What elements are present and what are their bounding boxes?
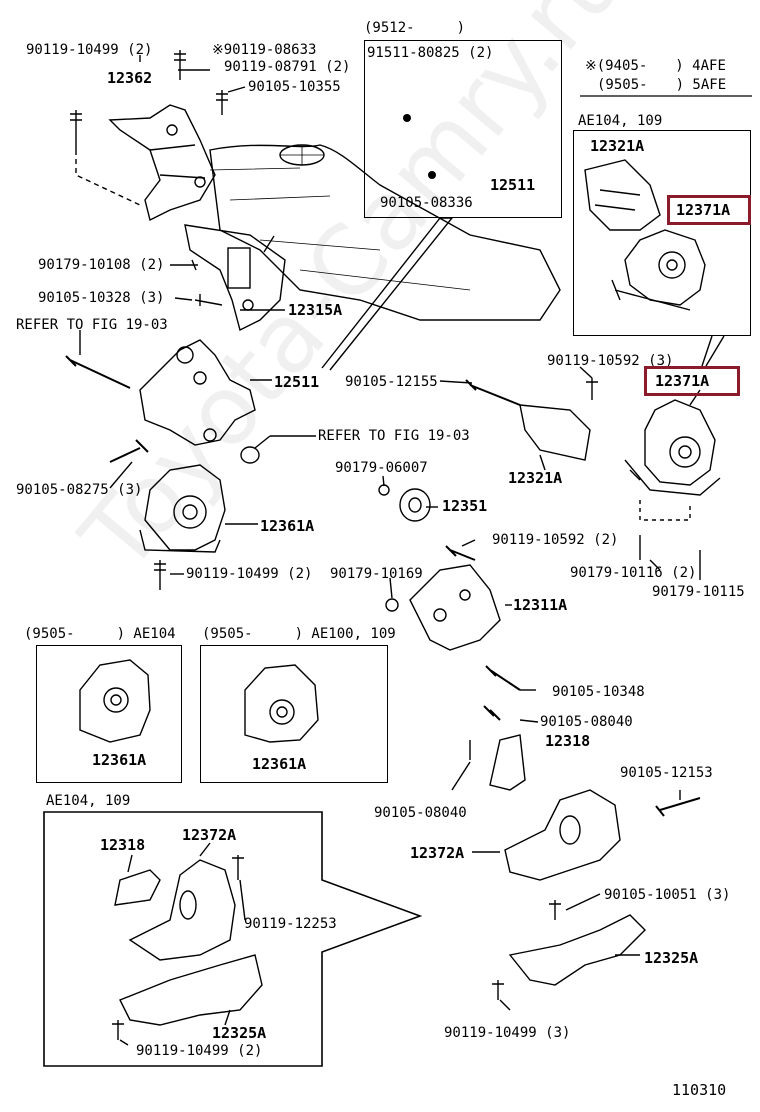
mount-12361a-inset1 — [79, 659, 151, 743]
bush-12351 — [399, 488, 431, 522]
mount-12372a-inset — [128, 859, 236, 961]
part-label: 12372A — [182, 826, 237, 844]
mount-12372a — [504, 789, 621, 881]
part-label: 90105-10051 (3) — [604, 887, 731, 903]
part-label: 90105-08336 — [380, 195, 473, 211]
part-label: 12325A — [212, 1024, 267, 1042]
part-label: 90119-12253 — [244, 916, 337, 932]
part-label: 12325A — [644, 949, 699, 967]
inset-box-9512 — [364, 40, 562, 218]
part-label: 12361A — [260, 517, 315, 535]
part-label: 90179-10115 — [652, 584, 745, 600]
note-line-4afe: ※(9405- ) 4AFE — [585, 58, 726, 74]
inset-title-ae104-109-top: AE104, 109 — [578, 113, 663, 129]
part-label: 90119-10499 (2) — [136, 1043, 263, 1059]
part-label: 12361A — [92, 751, 147, 769]
part-label: 90105-08275 (3) — [16, 482, 143, 498]
pointer-line-9512 — [321, 217, 441, 369]
part-label: 90105-12155 — [345, 374, 438, 390]
part-label: 12321A — [508, 469, 563, 487]
part-label: 90105-10348 — [552, 684, 645, 700]
inset-title-ae104-109-bottom: AE104, 109 — [46, 793, 131, 809]
engine-outline — [209, 144, 561, 321]
part-label: 90179-10116 (2) — [570, 565, 697, 581]
mount-12361a-inset2 — [244, 664, 319, 743]
part-label: 91511-80825 (2) — [367, 45, 494, 61]
part-label: 12321A — [590, 137, 645, 155]
part-label: 90119-10592 (3) — [547, 353, 674, 369]
part-label: 12315A — [288, 301, 343, 319]
part-label: 12362 — [107, 69, 153, 87]
part-label: 90105-10328 (3) — [38, 290, 165, 306]
part-label: 12318 — [100, 836, 146, 854]
part-label: 12361A — [252, 755, 307, 773]
inset-title-9512: (9512- ) — [364, 20, 466, 36]
bracket-12325a-inset — [119, 954, 263, 1026]
mount-12361a — [144, 464, 226, 551]
inset-box-9505-ae104 — [36, 645, 182, 783]
mount-12371a — [644, 399, 716, 486]
diagram-number: 110310 — [672, 1081, 727, 1099]
part-label: 90105-12153 — [620, 765, 713, 781]
bracket-12362 — [108, 104, 216, 222]
part-label: 90179-10108 (2) — [38, 257, 165, 273]
part-label: 90119-10592 (2) — [492, 532, 619, 548]
part-label: 90105-10355 — [248, 79, 341, 95]
note-line-5afe: (9505- ) 5AFE — [597, 77, 727, 93]
bracket-12311a — [409, 564, 501, 651]
part-label: 12511 — [274, 373, 320, 391]
inset-box-ae104-109-bottom — [43, 811, 423, 1067]
part-label: 90179-10169 — [330, 566, 423, 582]
part-label: 90105-08040 — [374, 805, 467, 821]
part-label-12371a: 12371A — [655, 372, 710, 390]
highlight-12371a-inset — [667, 195, 751, 225]
part-label: 12311A — [513, 596, 568, 614]
part-label: 90179-06007 — [335, 460, 428, 476]
part-label: 12372A — [410, 844, 465, 862]
inset-box-ae104-109-top — [573, 130, 751, 336]
part-label: 12511 — [490, 176, 536, 194]
bracket-12325a — [508, 914, 646, 986]
part-label-12371a-inset: 12371A — [676, 201, 731, 219]
part-label: 90119-08791 (2) — [224, 59, 351, 75]
part-label: 90119-10499 (2) — [186, 566, 313, 582]
part-label: 12318 — [545, 732, 591, 750]
refer-note: REFER TO FIG 19-03 — [318, 428, 470, 444]
part-label: 90119-10499 (3) — [444, 1025, 571, 1041]
part-label: ※90119-08633 — [212, 42, 317, 58]
part-label: 12351 — [442, 497, 488, 515]
part-label: 90119-10499 (2) — [26, 42, 153, 58]
inset-title-9505-ae104: (9505- ) AE104 — [24, 626, 176, 642]
part-label: 90105-08040 — [540, 714, 633, 730]
inset-title-9505-ae100-109: (9505- ) AE100, 109 — [202, 626, 396, 642]
refer-note: REFER TO FIG 19-03 — [16, 317, 168, 333]
inset-box-9505-ae100 — [200, 645, 388, 783]
highlight-12371a — [644, 366, 740, 396]
bracket-12511 — [139, 339, 256, 446]
